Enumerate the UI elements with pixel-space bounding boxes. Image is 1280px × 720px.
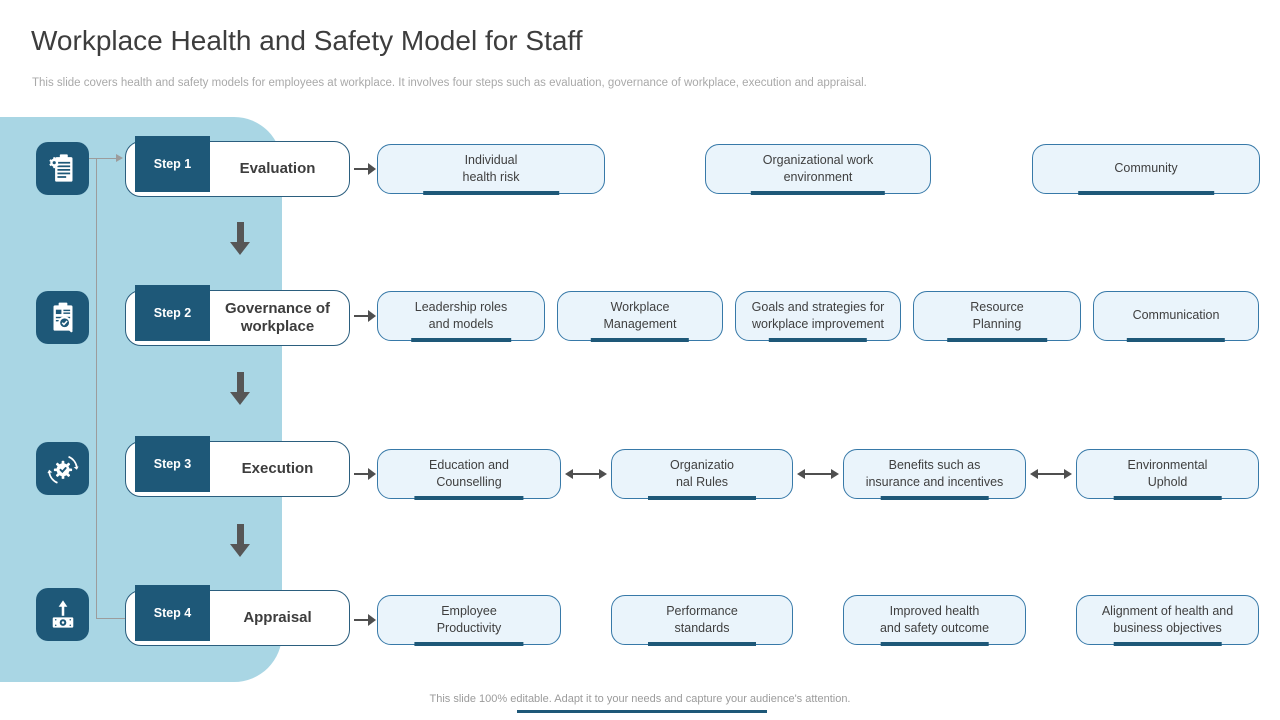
item-box-improved-health-outcome: Improved health and safety outcome xyxy=(843,595,1026,645)
item-box-benefits-insurance: Benefits such as insurance and incentive… xyxy=(843,449,1026,499)
item-box-organizational-work-environment: Organizational work environment xyxy=(705,144,931,194)
arrow-double-icon xyxy=(565,468,607,480)
step-4-name: Appraisal xyxy=(243,609,312,626)
item-box-performance-standards: Performance standards xyxy=(611,595,793,645)
step-3-box: Step 3 Execution xyxy=(125,436,350,497)
item-box-leadership-roles: Leadership roles and models xyxy=(377,291,545,341)
item-label: Organizatio nal Rules xyxy=(670,457,734,490)
gear-sync-icon xyxy=(46,455,79,484)
footer-note: This slide 100% editable. Adapt it to yo… xyxy=(429,693,851,705)
gear-sync-icon xyxy=(36,442,89,495)
item-box-organizational-rules: Organizatio nal Rules xyxy=(611,449,793,499)
step-1-name: Evaluation xyxy=(239,160,316,177)
item-label: Environmental Uphold xyxy=(1127,457,1208,490)
item-label: Employee Productivity xyxy=(436,603,502,636)
item-label: Goals and strategies for workplace impro… xyxy=(751,299,885,332)
item-label: Organizational work environment xyxy=(762,152,874,185)
item-box-resource-planning: Resource Planning xyxy=(913,291,1081,341)
item-box-environmental-uphold: Environmental Uphold xyxy=(1076,449,1259,499)
arrow-right-icon xyxy=(354,163,376,175)
item-label: Individual health risk xyxy=(462,152,520,185)
item-label: Benefits such as insurance and incentive… xyxy=(865,457,1004,490)
page-subtitle: This slide covers health and safety mode… xyxy=(32,77,867,89)
item-label: Leadership roles and models xyxy=(414,299,508,332)
item-box-workplace-management: Workplace Management xyxy=(557,291,723,341)
connector-line-top xyxy=(89,158,116,159)
item-box-community: Community xyxy=(1032,144,1260,194)
step-3-label: Step 3 xyxy=(135,436,210,492)
item-label: Community xyxy=(1114,161,1178,176)
arrow-right-icon xyxy=(354,310,376,322)
item-box-employee-productivity: Employee Productivity xyxy=(377,595,561,645)
step-2-name: Governance of workplace xyxy=(224,300,331,335)
clipboard-gear-icon xyxy=(36,142,89,195)
arrow-down-icon xyxy=(230,524,250,557)
step-1-box: Step 1 Evaluation xyxy=(125,136,350,197)
clipboard-search-icon xyxy=(36,291,89,344)
item-label: Alignment of health and business objecti… xyxy=(1101,603,1234,636)
item-box-goals-strategies: Goals and strategies for workplace impro… xyxy=(735,291,901,341)
item-box-education-counselling: Education and Counselling xyxy=(377,449,561,499)
arrow-double-icon xyxy=(797,468,839,480)
money-growth-icon xyxy=(52,599,73,628)
step-4-label: Step 4 xyxy=(135,585,210,641)
item-label: Performance standards xyxy=(666,603,738,636)
step-4-box: Step 4 Appraisal xyxy=(125,585,350,646)
page-title: Workplace Health and Safety Model for St… xyxy=(31,25,583,56)
item-box-alignment-objectives: Alignment of health and business objecti… xyxy=(1076,595,1259,645)
clipboard-gear-icon xyxy=(48,153,72,182)
item-label: Workplace Management xyxy=(603,299,677,332)
connector-arrowhead-icon xyxy=(116,154,123,162)
item-box-individual-health-risk: Individual health risk xyxy=(377,144,605,194)
step-3-name: Execution xyxy=(241,460,314,477)
arrow-double-icon xyxy=(1030,468,1072,480)
item-label: Education and Counselling xyxy=(429,457,509,490)
connector-line-bottom xyxy=(96,618,126,619)
arrow-down-icon xyxy=(230,222,250,255)
item-label: Resource Planning xyxy=(970,299,1024,332)
item-box-communication: Communication xyxy=(1093,291,1259,341)
clipboard-search-icon xyxy=(53,302,73,332)
step-1-label: Step 1 xyxy=(135,136,210,192)
money-growth-icon xyxy=(36,588,89,641)
connector-line-vertical xyxy=(96,158,97,618)
item-label: Communication xyxy=(1132,308,1220,323)
step-2-box: Step 2 Governance of workplace xyxy=(125,285,350,346)
arrow-right-icon xyxy=(354,614,376,626)
item-label: Improved health and safety outcome xyxy=(879,603,990,636)
arrow-right-icon xyxy=(354,468,376,480)
footer-divider xyxy=(517,710,767,713)
step-2-label: Step 2 xyxy=(135,285,210,341)
arrow-down-icon xyxy=(230,372,250,405)
